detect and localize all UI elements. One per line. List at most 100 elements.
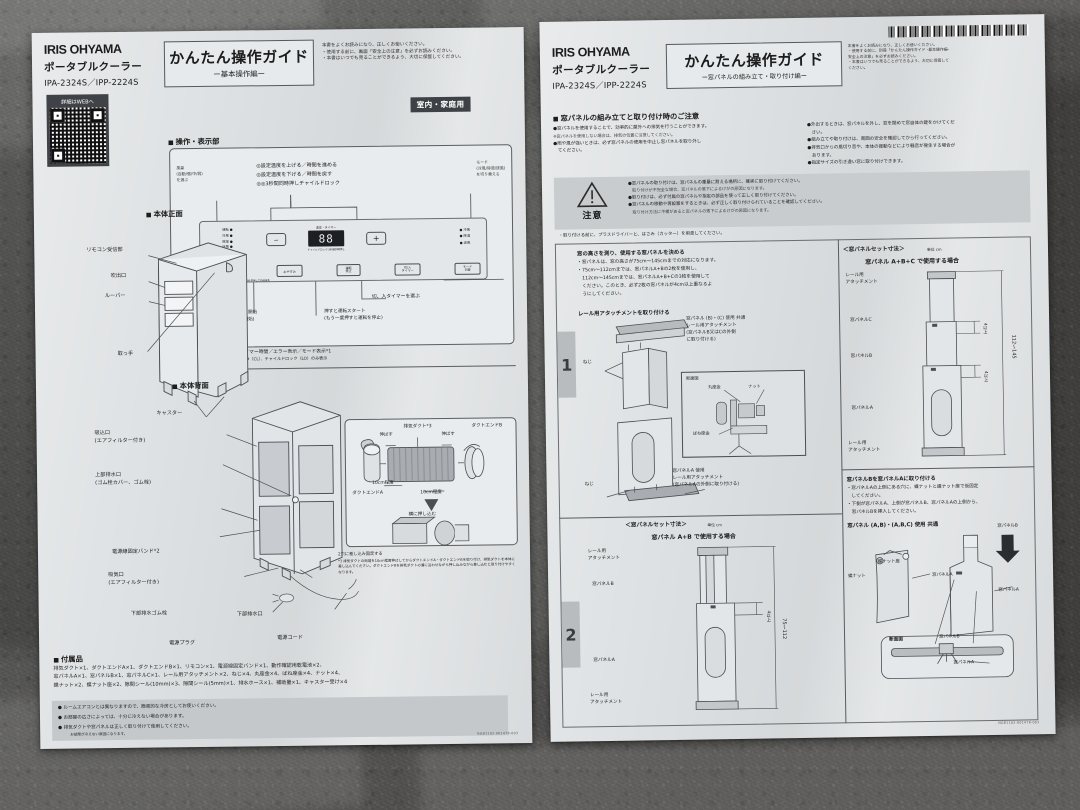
section-heading-back: 本体背面: [172, 381, 209, 391]
callout-louver: ルーバー: [104, 292, 126, 300]
guide-title: かんたん操作ガイド: [169, 47, 309, 68]
dim-ab-label-panel-b: 窓パネルB: [592, 581, 614, 588]
wing-nut-label: 蝶ナット: [848, 573, 866, 580]
dim-ab-label-rail-bottom: レール用 アタッチメント: [589, 693, 623, 706]
duct-assembly-diagram: 伸ばす 伸ばす 排気ダクト*3 ダクトエンドB ダクトエンドA 10cm程度 1…: [344, 417, 519, 548]
warning-triangle-icon: [577, 181, 607, 207]
step-2-label: 2: [565, 625, 577, 645]
callout-upper-drain: 上部排水口 (ゴム栓カバー、ゴム栓): [95, 471, 152, 487]
section-heading-front: 本体正面: [146, 209, 183, 219]
product-name: ポータブルクーラー: [43, 60, 143, 74]
rail-attachment-a-label: 窓パネルA 使用 レール用アタッチメント (窓パネルAの外側に取り付ける): [672, 468, 740, 489]
panel-b-label: 窓パネルB: [997, 523, 1018, 529]
dim-ab-total: 75～112: [780, 618, 788, 640]
dim-ab-unit: 単位 cm: [707, 522, 722, 528]
panel-a-label: 窓パネルA: [932, 572, 953, 578]
callout-power-cord: 電源コード: [277, 634, 304, 642]
dim-abc-label-rail-bottom: レール用 アタッチメント: [847, 440, 881, 454]
panel-a-label: 窓パネルA: [953, 660, 975, 666]
dim-abc-label-panel-a: 窓パネルA: [851, 405, 874, 412]
callout-power-plug: 電源プラグ: [169, 640, 196, 647]
dim-abc-overlap-1: 4以上: [983, 322, 989, 335]
caution-box: 注意 ●窓パネルの取り付けは、窓パネルの重量に耐える場所に、確実に取り付けてくだ…: [553, 170, 1031, 230]
footer-code: NGB1102-001478-003: [477, 731, 519, 736]
qr-label: 詳細はWEBへ: [61, 99, 94, 106]
duct-end-b-label: ダクトエンドB: [471, 423, 503, 429]
control-panel-diagram: 風量 (自動/強/中/弱) を選ぶ ◎設定温度を上げる／時間を進める ◎設定温度…: [169, 144, 515, 349]
rail-attachment-bc-label: 窓パネル (B)・(C) 使用 共通 レール用アタッチメント (窓パネルB又はC…: [686, 315, 746, 344]
section-heading-caution: 窓パネルの組み立てと取り付け時のご注意: [553, 112, 699, 124]
duct-length-a: 10cm程度: [372, 480, 394, 486]
wing-nut-seat-label: 蝶ナット座: [877, 559, 900, 565]
screw-label: ねじ: [584, 482, 594, 488]
model-number: IPA-2324S／IPP-2224S: [44, 76, 139, 88]
step2-drawing: [845, 534, 1020, 683]
panel-a-label: 窓パネルA: [998, 587, 1019, 593]
duct-push-label: 横に押し込む: [408, 512, 437, 518]
callout-caster: キャスター: [156, 410, 183, 417]
footer-code: NGB1102-001478-003: [998, 720, 1040, 725]
step2-heading: 窓パネルBを窓パネルAに取り付ける: [846, 475, 936, 484]
step1-heading-2: レール用アタッチメントを取り付ける: [577, 310, 670, 318]
qr-code-block[interactable]: 詳細はWEBへ: [46, 94, 110, 167]
section-view-box: 断面図 丸座金 ナット ばね座金: [680, 369, 807, 459]
section-heading-controls: 操作・表示部: [168, 137, 220, 148]
callout-intake2: 吸気口 (エアフィルター付き): [108, 571, 160, 586]
dim-ab-title: ＜窓パネルセット寸法＞: [625, 521, 687, 529]
dim-abc-total: 112～145: [1010, 334, 1017, 359]
usage-note-sub: お部屋が冷えない原因になります。: [70, 731, 128, 737]
callout-air-intake: 吸込口 (エアフィルター付き): [94, 430, 146, 445]
duct-note-top: 2穴に差し込み固定する: [337, 550, 383, 557]
step-number-1: 1: [557, 331, 577, 398]
callout-remote-receiver: リモコン受信部: [86, 246, 123, 254]
barcode: [888, 24, 1029, 38]
duct-end-a-label: ダクトエンドA: [352, 490, 384, 497]
duct-note-bottom: *3 排気ダクトの両端を10cm程度伸ばしてからダクトエンドA・ダクトエンドBを…: [338, 557, 516, 574]
section-view-label: 断面図: [889, 637, 903, 643]
guide-subtitle: ー窓パネルの組み立て・取り付け編ー: [701, 72, 807, 82]
dim-ab-label-panel-a: 窓パネルA: [593, 657, 615, 664]
step-1-label: 1: [561, 355, 573, 375]
usage-note: 排気ダクトや窓パネルは正しく取り付けて使用してください。: [63, 724, 192, 731]
callout-air-outlet: 吹出口: [110, 272, 127, 280]
usage-notes-box: ● ルームエアコンとは異なりますので、簡易的な冷房としてお使いください。 ● お…: [51, 695, 509, 741]
dim-abc-drawing: [895, 266, 1032, 464]
step1-heading-1: 窓の高さを測り、使用する窓パネルを決める: [576, 249, 685, 258]
duct-extend-left: 伸ばす: [379, 432, 393, 438]
usage-note: ルームエアコンとは異なりますので、簡易的な冷房としてお使いください。: [63, 703, 219, 711]
timer-select-callout: 切、入タイマーを選ぶ: [371, 294, 420, 300]
callout-handle: 取っ手: [117, 350, 134, 358]
dim-abc-unit: 単位 cm: [926, 246, 942, 252]
unit-back-drawing: [232, 389, 365, 626]
start-callout: 押すと運転スタート (もう一度押すと運転を停止): [324, 308, 383, 322]
dim-abc-caption: 窓パネル A+B+C で使用する場合: [865, 257, 960, 266]
duct-extend-right: 伸ばす: [441, 431, 455, 438]
section-view-drawing: [682, 371, 807, 459]
dim-abc-label-panel-b: 窓パネルB: [850, 353, 873, 360]
manual-page-basic-operation: IRIS OHYAMA ポータブルクーラー IPA-2324S／IPP-2224…: [31, 27, 533, 749]
screw-label: ねじ: [582, 360, 592, 366]
guide-title: かんたん操作ガイド: [684, 50, 824, 71]
dim-ab-drawing: [670, 542, 803, 720]
duct-length-b: 10cm程度: [420, 490, 442, 496]
panel-b-label: 窓パネルB: [939, 634, 960, 640]
caution-tool-note: ・取り付ける前に、プラスドライバーと、はさみ（カッター）を用意してください。: [558, 231, 725, 239]
dim-abc-label-panel-c: 窓パネルC: [850, 317, 872, 324]
callout-lower-drain-plug: 下部排水ゴム栓: [130, 610, 168, 617]
manual-page-window-panel: IRIS OHYAMA ポータブルクーラー IPA-2324S／IPP-2224…: [539, 14, 1056, 742]
dim-ab-label-rail-top: レール用 アタッチメント: [587, 549, 621, 562]
step2-common-label: 窓パネル (A,B)・(A,B,C) 使用 共通: [847, 521, 939, 530]
qr-code-image: [49, 107, 107, 164]
room-use-badge: 室内・家庭用: [410, 96, 471, 113]
duct-label: 排気ダクト*3: [403, 424, 432, 430]
dim-abc-title: ＜窓パネルセット寸法＞: [842, 246, 905, 254]
dim-ab-caption: 窓パネル A+B で使用する場合: [651, 532, 736, 542]
intro-note-3: ・本書はいつでも見ることができるよう、大切に保管してください。: [321, 55, 465, 62]
rail-attachment-drawing: [592, 316, 831, 510]
unit-front-drawing: [96, 220, 273, 427]
model-number: IPA-2324S／IPP-2224S: [552, 79, 647, 91]
dim-abc-overlap-2: 4以上: [983, 370, 990, 383]
callout-cord-band: 電源線固定バンド*2: [111, 548, 160, 556]
duct-drawing: [345, 418, 519, 548]
